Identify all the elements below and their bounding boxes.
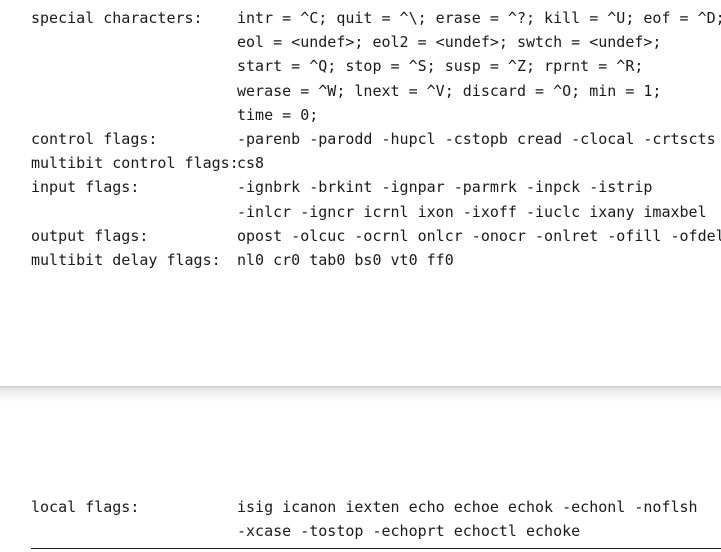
page-break <box>0 386 721 402</box>
page-bottom: local flags: isig icanon iexten echo ech… <box>0 402 721 552</box>
setting-label: output flags: <box>31 226 149 245</box>
terminal-settings-top: special characters: intr = ^C; quit = ^\… <box>31 6 721 272</box>
setting-value-line: intr = ^C; quit = ^\; erase = ^?; kill =… <box>237 9 721 27</box>
setting-values: opost -olcuc -ocrnl onlcr -onocr -onlret… <box>237 224 721 248</box>
setting-label: multibit delay flags: <box>31 251 221 270</box>
setting-row-multibit-control-flags: multibit control flags: cs8 <box>31 151 721 175</box>
setting-row-multibit-delay-flags: multibit delay flags: nl0 cr0 tab0 bs0 v… <box>31 248 721 272</box>
setting-row-special-characters: special characters: intr = ^C; quit = ^\… <box>31 6 721 127</box>
setting-value-line: werase = ^W; lnext = ^V; discard = ^O; m… <box>237 81 662 100</box>
terminal-settings-bottom: local flags: isig icanon iexten echo ech… <box>31 495 698 543</box>
setting-label: control flags: <box>31 130 158 149</box>
setting-value-line: -parenb -parodd -hupcl -cstopb cread -cl… <box>237 130 716 149</box>
setting-row-output-flags: output flags: opost -olcuc -ocrnl onlcr … <box>31 224 721 248</box>
setting-values: intr = ^C; quit = ^\; erase = ^?; kill =… <box>237 6 721 127</box>
setting-value-line: -inlcr -igncr icrnl ixon -ixoff -iuclc i… <box>237 202 707 221</box>
setting-row-local-flags: local flags: isig icanon iexten echo ech… <box>31 495 698 543</box>
setting-label: input flags: <box>31 178 140 197</box>
setting-value-line: -ignbrk -brkint -ignpar -parmrk -inpck -… <box>237 178 653 197</box>
setting-value-line: time = 0; <box>237 105 319 124</box>
setting-value-line: -xcase -tostop -echoprt echoctl echoke <box>237 522 581 541</box>
setting-value-line: eol = <undef>; eol2 = <undef>; swtch = <… <box>237 33 662 52</box>
setting-row-input-flags: input flags: -ignbrk -brkint -ignpar -pa… <box>31 175 721 223</box>
setting-values: -ignbrk -brkint -ignpar -parmrk -inpck -… <box>237 175 707 223</box>
setting-values: isig icanon iexten echo echoe echok -ech… <box>237 495 698 543</box>
page-top: special characters: intr = ^C; quit = ^\… <box>31 6 721 272</box>
setting-value-line: start = ^Q; stop = ^S; susp = ^Z; rprnt … <box>237 57 644 76</box>
setting-row-control-flags: control flags: -parenb -parodd -hupcl -c… <box>31 127 721 151</box>
setting-value-line: nl0 cr0 tab0 bs0 vt0 ff0 <box>237 251 454 270</box>
setting-values: nl0 cr0 tab0 bs0 vt0 ff0 <box>237 248 454 272</box>
table-bottom-rule <box>31 548 721 549</box>
setting-label: local flags: <box>31 498 140 516</box>
setting-value-line: isig icanon iexten echo echoe echok -ech… <box>237 498 698 516</box>
setting-value-line: cs8 <box>237 154 265 173</box>
setting-values: -parenb -parodd -hupcl -cstopb cread -cl… <box>237 127 716 151</box>
setting-label: multibit control flags: <box>31 154 239 173</box>
setting-values: cs8 <box>237 151 264 175</box>
setting-value-line: opost -olcuc -ocrnl onlcr -onocr -onlret… <box>237 226 721 245</box>
setting-label: special characters: <box>31 9 203 27</box>
